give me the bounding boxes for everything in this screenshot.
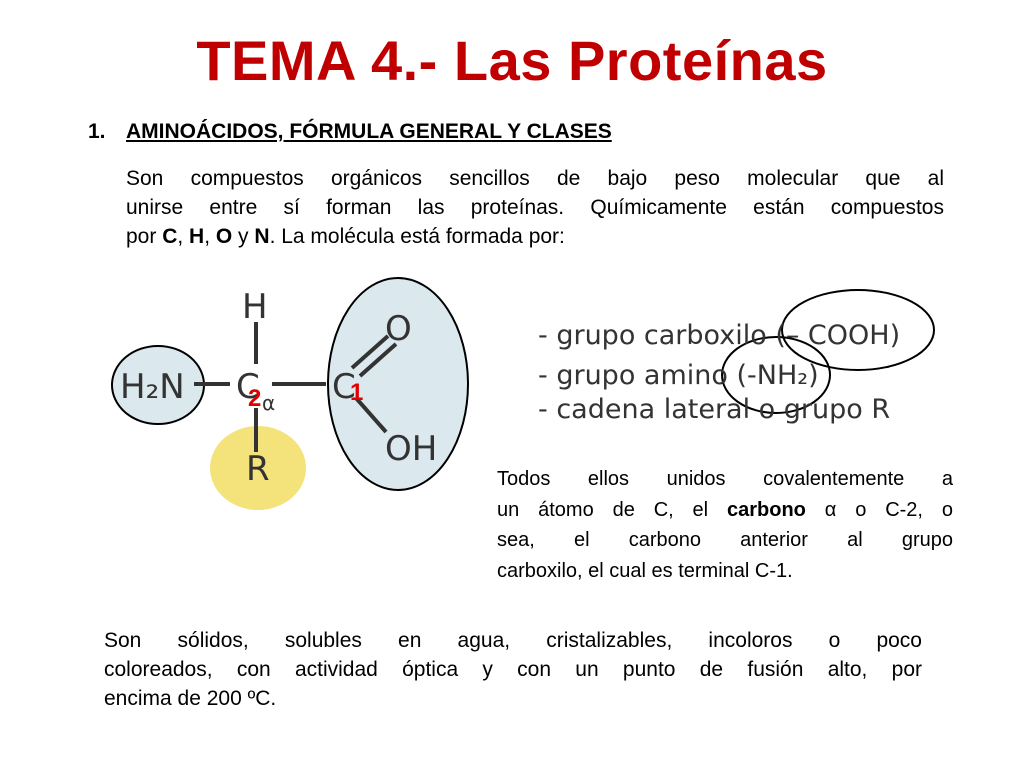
properties-line-3: encima de 200 ºC. <box>104 687 277 710</box>
atom-h: H <box>242 287 268 327</box>
atom-o: O <box>385 309 412 349</box>
group-amino: - grupo amino (-NH₂) <box>538 360 819 391</box>
carbono-bold: carbono <box>727 498 806 521</box>
alpha-symbol: α <box>262 391 275 415</box>
atom-oh: OH <box>385 429 437 469</box>
intro-sep: , <box>204 225 216 248</box>
section-number: 1. <box>88 120 106 143</box>
carbon-line-4: carboxilo, el cual es terminal C-1. <box>497 559 793 582</box>
r-group-highlight <box>210 426 306 510</box>
carboxyl-ellipse <box>327 277 469 491</box>
carbon-text: un átomo de C, el <box>497 498 727 521</box>
intro-text: por <box>126 225 163 248</box>
nh2-ellipse <box>721 336 831 414</box>
group-side-chain: - cadena lateral o grupo R <box>538 394 890 425</box>
intro-line-3: por C, H, O y N. La molécula está formad… <box>126 222 944 251</box>
bond-c-oh <box>354 396 388 434</box>
double-bond-b <box>358 342 398 378</box>
carbon-paragraph: Todos ellos unidos covalentemente a un á… <box>497 464 953 586</box>
carbon-text: α o C-2, o <box>805 498 953 521</box>
atom-h2n: H₂N <box>120 367 185 407</box>
atom-r: R <box>246 449 270 489</box>
section-heading-text: AMINOÁCIDOS, FÓRMULA GENERAL Y CLASES <box>126 120 612 143</box>
properties-line-1: Son sólidos, solubles en agua, cristaliz… <box>104 629 922 652</box>
cooh-ellipse <box>781 289 935 371</box>
atom-c1: C <box>332 367 356 407</box>
intro-text: . La molécula está formada por: <box>269 225 565 248</box>
atom-c-alpha: C <box>236 367 260 407</box>
element-c: C <box>162 225 178 248</box>
carbon-line-1: Todos ellos unidos covalentemente a <box>497 468 953 490</box>
intro-paragraph: Son compuestos orgánicos sencillos de ba… <box>126 164 944 251</box>
carbon-number-2: 2 <box>248 385 261 412</box>
carbon-line-2: un átomo de C, el carbono α o C-2, o <box>497 495 953 526</box>
carbon-line-3: sea, el carbono anterior al grupo <box>497 529 953 551</box>
carbon-number-1: 1 <box>350 379 363 406</box>
intro-line-1: Son compuestos orgánicos sencillos de ba… <box>126 167 944 190</box>
group-carboxyl: - grupo carboxilo (– COOH) <box>538 320 900 351</box>
properties-paragraph: Son sólidos, solubles en agua, cristaliz… <box>104 626 922 713</box>
properties-line-2: coloreados, con actividad óptica y con u… <box>104 658 922 681</box>
intro-line-2: unirse entre sí forman las proteínas. Qu… <box>126 196 944 219</box>
element-n: N <box>254 225 270 248</box>
element-o: O <box>215 225 233 248</box>
intro-sep: , <box>177 225 190 248</box>
intro-sep: y <box>232 225 255 248</box>
section-heading: 1. AMINOÁCIDOS, FÓRMULA GENERAL Y CLASES <box>88 120 612 144</box>
element-h: H <box>189 225 205 248</box>
double-bond-a <box>350 334 390 370</box>
page-title: TEMA 4.- Las Proteínas <box>196 29 828 92</box>
